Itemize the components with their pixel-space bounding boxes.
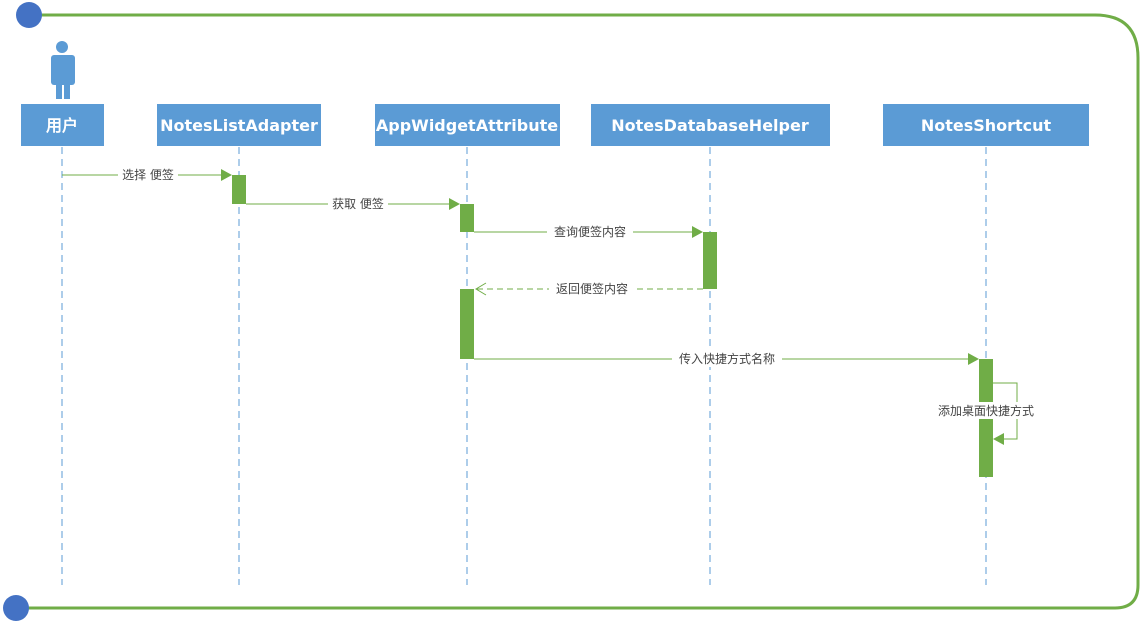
participant-shortcut: NotesShortcut bbox=[883, 104, 1089, 146]
participant-label-user: 用户 bbox=[46, 116, 78, 135]
participant-label-shortcut: NotesShortcut bbox=[921, 116, 1052, 135]
message-add-desktop-shortcut: 添加桌面快捷方式 bbox=[930, 382, 1042, 445]
message-label: 选择 便签 bbox=[122, 167, 174, 182]
user-actor-icon bbox=[51, 41, 75, 99]
participant-adapter: NotesListAdapter bbox=[157, 104, 321, 146]
message-label: 添加桌面快捷方式 bbox=[938, 403, 1034, 418]
participant-label-widget: AppWidgetAttribute bbox=[376, 116, 558, 135]
lifelines bbox=[61, 147, 987, 585]
participant-user: 用户 bbox=[21, 104, 104, 146]
participant-label-adapter: NotesListAdapter bbox=[160, 116, 318, 135]
message-label: 返回便签内容 bbox=[556, 281, 628, 296]
frame-dot-bottom bbox=[3, 595, 29, 621]
frame-dot-top bbox=[16, 2, 42, 28]
message-select-note: 选择 便签 bbox=[62, 166, 232, 183]
activation-adapter bbox=[232, 175, 246, 204]
diagram-frame bbox=[16, 13, 1140, 610]
message-query-content: 查询便签内容 bbox=[474, 223, 703, 240]
message-pass-shortcut-name: 传入快捷方式名称 bbox=[474, 350, 979, 367]
activations bbox=[232, 175, 993, 477]
message-label: 查询便签内容 bbox=[554, 224, 626, 239]
message-label: 获取 便签 bbox=[332, 196, 384, 211]
participant-widget: AppWidgetAttribute bbox=[375, 104, 560, 146]
activation-widget-1 bbox=[460, 204, 474, 232]
message-label: 传入快捷方式名称 bbox=[679, 351, 775, 366]
message-return-content: 返回便签内容 bbox=[475, 280, 703, 297]
activation-dbhelper bbox=[703, 232, 717, 289]
participant-label-dbhelper: NotesDatabaseHelper bbox=[611, 116, 809, 135]
participant-dbhelper: NotesDatabaseHelper bbox=[591, 104, 830, 146]
activation-widget-2 bbox=[460, 289, 474, 359]
message-get-note: 获取 便签 bbox=[246, 195, 460, 212]
